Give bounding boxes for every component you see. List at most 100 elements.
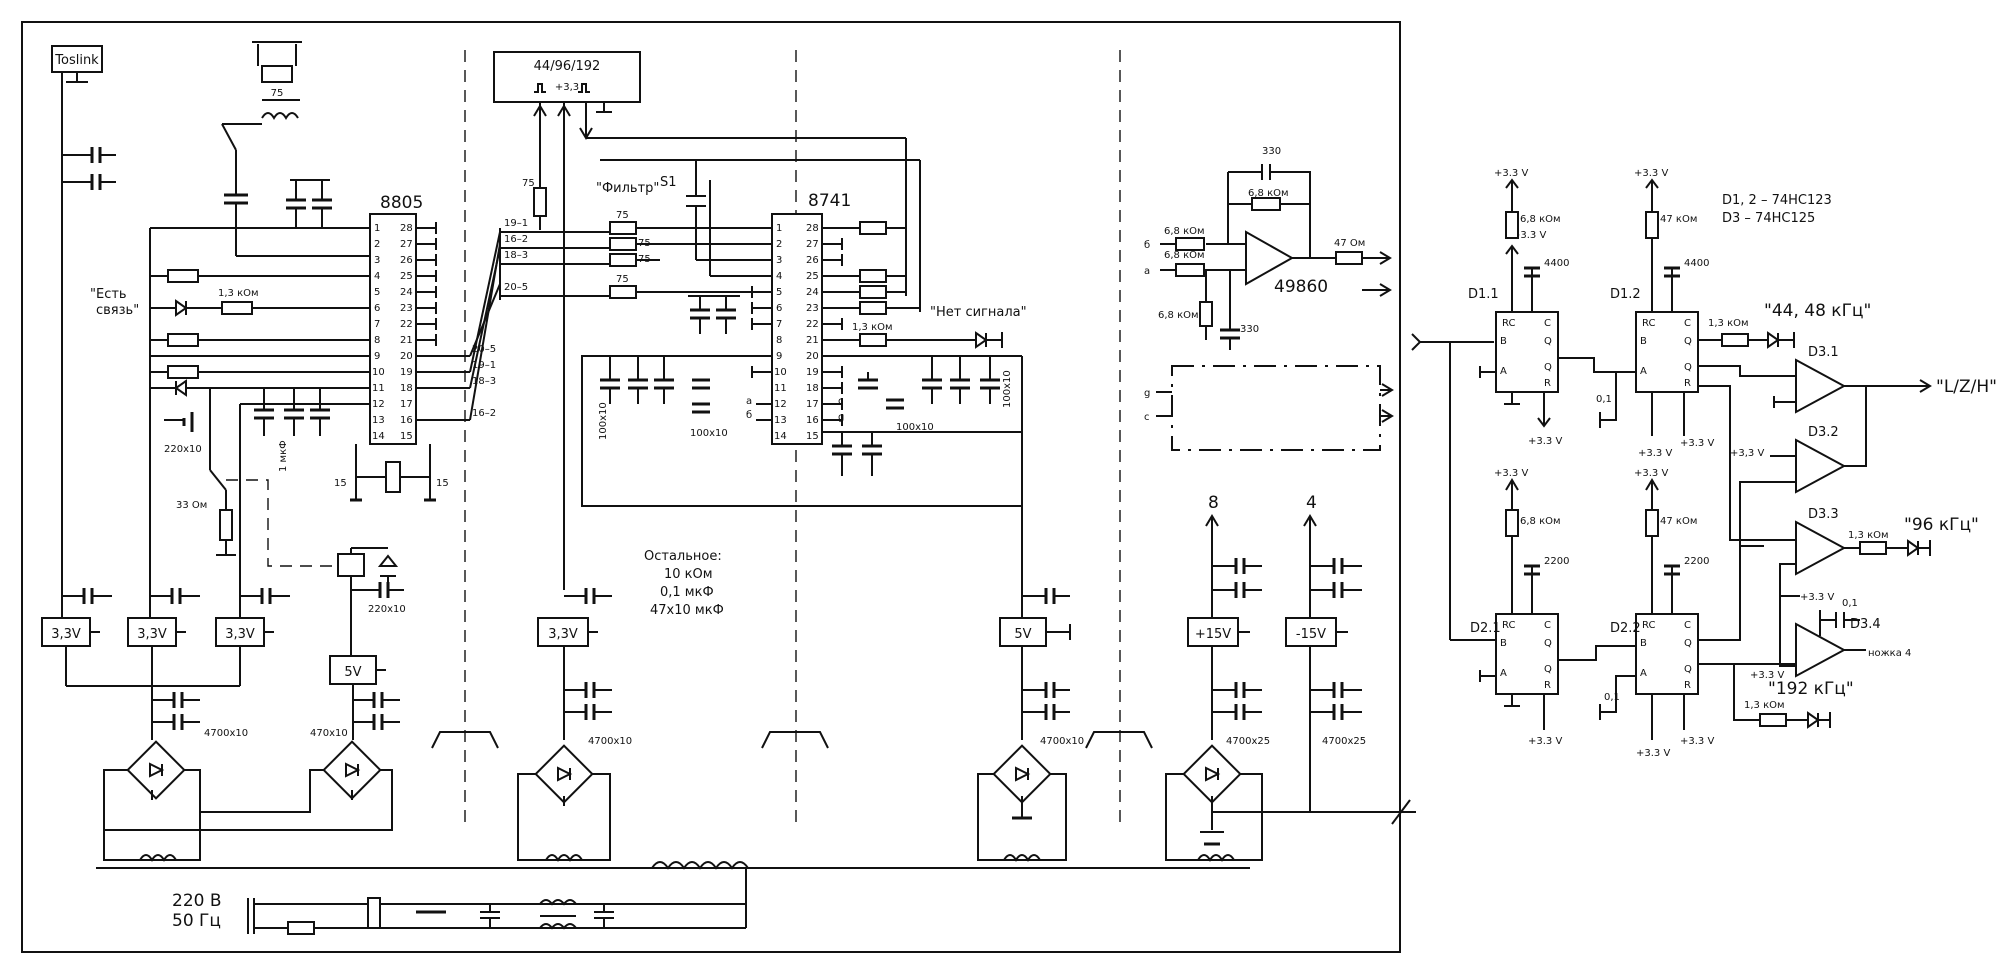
main-frame	[21, 21, 1401, 953]
cap-bank-8805-bottom	[254, 388, 330, 436]
toslink-connector	[51, 45, 103, 73]
resistor-8805-pin4	[167, 269, 199, 283]
svg-text:25: 25	[806, 271, 819, 282]
coax-transformer	[261, 112, 299, 120]
cap-4700x10-c-label: 4700x10	[1040, 736, 1084, 747]
d1-1-label: D1.1	[1468, 287, 1499, 302]
svg-text:4: 4	[374, 271, 380, 282]
pin-a-label: a	[746, 396, 752, 407]
svg-text:13: 13	[372, 415, 385, 426]
svg-text:8: 8	[776, 335, 782, 346]
note-ostalnoe-2: 10 кОм	[664, 567, 713, 582]
resistor-1-3k-a-label: 1,3 кОм	[218, 288, 259, 299]
svg-text:22: 22	[806, 319, 819, 330]
svg-text:1: 1	[776, 223, 782, 234]
input-a-label: а	[1144, 266, 1150, 277]
svg-text:4: 4	[776, 271, 782, 282]
cap-4400-b-label: 4400	[1684, 258, 1709, 269]
net-19-1-label-left: 19–1	[472, 360, 496, 371]
svg-text:19: 19	[400, 367, 413, 378]
freq-96-label: "96 кГц"	[1904, 515, 1979, 535]
d2-1-monostable	[1495, 613, 1559, 695]
d2-2-label: D2.2	[1610, 621, 1641, 636]
resistor-d1-2-label: 47 кОм	[1660, 214, 1697, 225]
svg-text:1: 1	[374, 223, 380, 234]
regulator-5v-a-label: 5V	[344, 665, 361, 680]
svg-text:26: 26	[400, 255, 413, 266]
d3-2-buffer	[1795, 438, 1847, 494]
ground-bracket-2	[761, 731, 829, 749]
resistor-1-3k-b-label: 1,3 кОм	[852, 322, 893, 333]
led-44-48	[1748, 331, 1795, 349]
svg-text:7: 7	[776, 319, 782, 330]
output-lzh-label: "L/Z/H"	[1936, 377, 1997, 397]
d2-2-monostable	[1635, 613, 1699, 695]
ic-8741-label: 8741	[808, 191, 851, 211]
svg-text:25: 25	[400, 271, 413, 282]
caps-5v-b	[1022, 588, 1070, 720]
vcc-d2-2-top: +3.3 V	[1634, 468, 1668, 479]
svg-text:11: 11	[774, 383, 787, 394]
resistor-75-top-label: 75	[522, 178, 535, 189]
caps-bank-8741-right	[822, 356, 1022, 476]
pin-b-label: б	[746, 410, 752, 421]
toslink-label: Toslink	[54, 53, 99, 68]
d1-2-monostable	[1635, 311, 1699, 393]
nozhka-4-label: ножка 4	[1868, 648, 1911, 659]
svg-text:23: 23	[400, 303, 413, 314]
cap-100x10-b-label: 100x10	[690, 428, 728, 439]
cap-330-a-label: 330	[1262, 146, 1281, 157]
cap-100x10-a-label: 100x10	[598, 402, 609, 440]
vcc-d1-2-top: +3.3 V	[1634, 168, 1668, 179]
svg-text:14: 14	[774, 431, 787, 442]
resistor-6-8k-d-label: 6,8 кОм	[1158, 310, 1199, 321]
vcc-d1-1-bottom: +3.3 V	[1528, 436, 1562, 447]
d2-1-label: D2.1	[1470, 621, 1501, 636]
regulator-p15	[1187, 617, 1239, 647]
freq-selector-box	[493, 51, 641, 103]
cap-15-b-label: 15	[436, 478, 449, 489]
svg-text:A: A	[1640, 366, 1647, 377]
svg-text:RC: RC	[1502, 620, 1515, 631]
svg-text:18: 18	[400, 383, 413, 394]
svg-text:16: 16	[806, 415, 819, 426]
note-ostalnoe-1: Остальное:	[644, 549, 722, 564]
caps-bank-8741-left	[600, 356, 710, 414]
mains-fuse	[287, 921, 315, 935]
svg-text:21: 21	[806, 335, 819, 346]
svg-text:17: 17	[806, 399, 819, 410]
relay-diode	[377, 554, 399, 577]
svg-text:13: 13	[774, 415, 787, 426]
reg-3v3-caps	[62, 588, 290, 604]
svg-text:21: 21	[400, 335, 413, 346]
vcc-d2-1-top: +3.3 V	[1494, 468, 1528, 479]
led-net-signala	[975, 331, 988, 349]
cap-470x10-label: 470x10	[310, 728, 348, 739]
svg-text:Q: Q	[1544, 638, 1552, 649]
transformer-primary	[651, 861, 749, 870]
cap-pair-8805-top	[286, 179, 332, 228]
svg-text:8: 8	[374, 335, 380, 346]
led-192	[1786, 711, 1831, 729]
mains-frequency-label: 50 Гц	[172, 911, 221, 931]
regulator-3v3-a-label: 3,3V	[51, 627, 81, 642]
svg-text:27: 27	[806, 239, 819, 250]
svg-text:Q: Q	[1544, 336, 1552, 347]
note-ostalnoe-3: 0,1 мкФ	[660, 585, 714, 600]
input-g-label: g	[1144, 388, 1150, 399]
svg-text:2: 2	[776, 239, 782, 250]
vcc-d2-2-bottom-b: +3.3 V	[1680, 736, 1714, 747]
relay-coil	[337, 553, 365, 577]
cap-1mkf-label: 1 мкФ	[278, 440, 289, 472]
svg-text:20: 20	[806, 351, 819, 362]
svg-text:28: 28	[400, 223, 413, 234]
vcc-small-d3: +3.3 V	[1750, 670, 1784, 681]
resistor-6-8k-b-label: 6,8 кОм	[1164, 226, 1205, 237]
svg-text:18: 18	[806, 383, 819, 394]
bridge-rectifier-1	[126, 740, 186, 800]
d3-3-label: D3.3	[1808, 507, 1839, 522]
svg-text:6: 6	[374, 303, 380, 314]
resistor-8805-pin10	[167, 365, 199, 379]
d3-3-buffer	[1795, 520, 1847, 576]
